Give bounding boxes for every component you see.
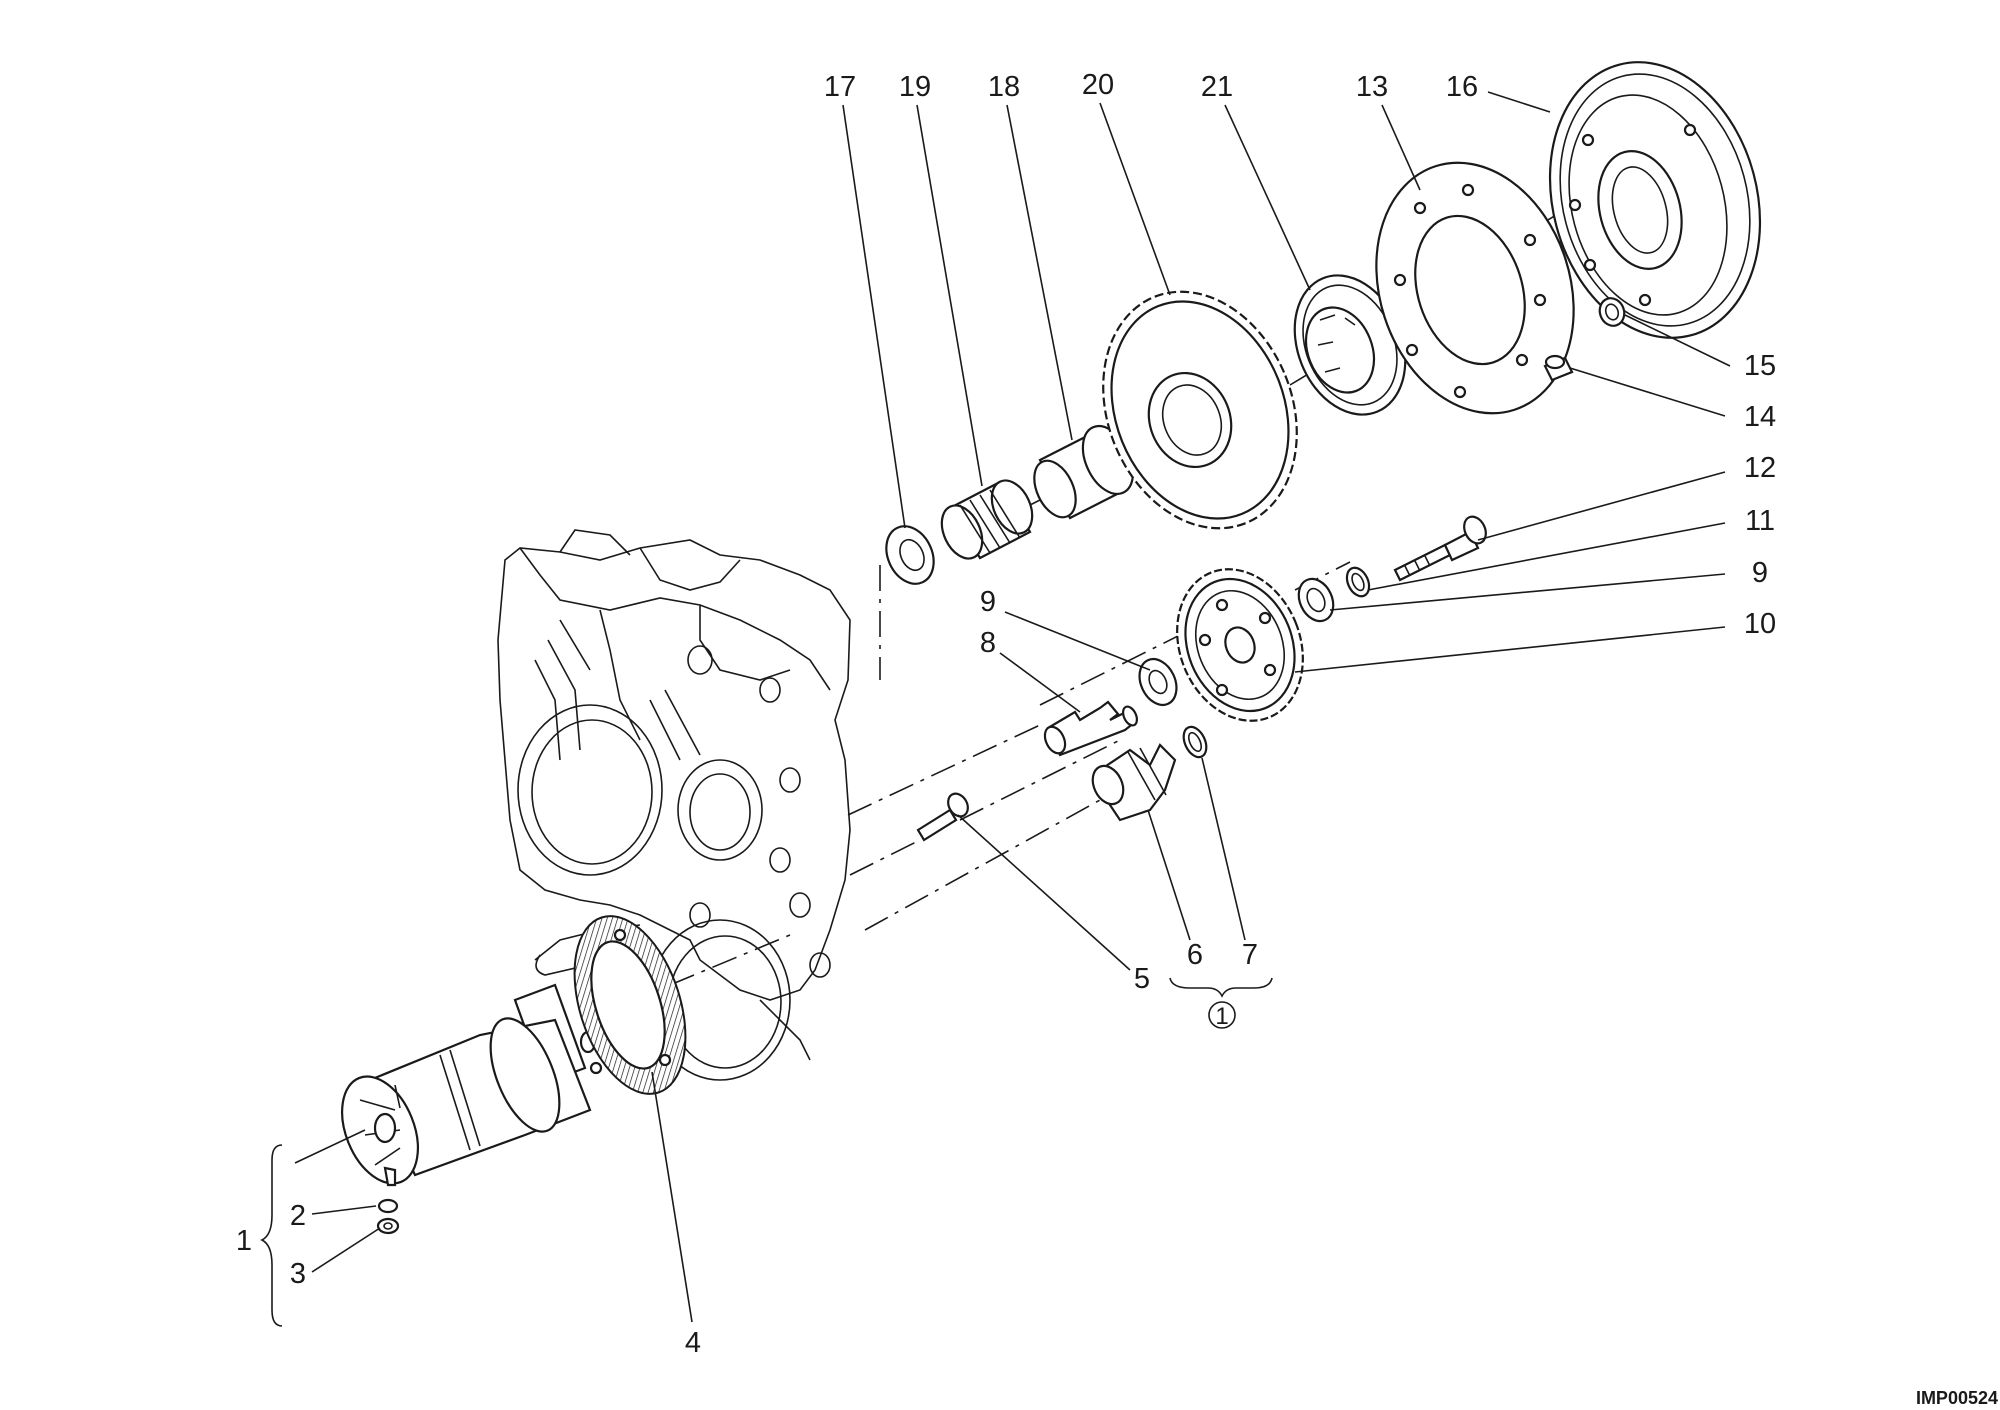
callout-21: 21: [1201, 71, 1233, 103]
callout-3: 3: [290, 1258, 306, 1290]
callout-18: 18: [988, 71, 1020, 103]
callout-labels: 17 19 18 20 21 13 16 15 14 12 11 9 10 9 …: [236, 69, 1776, 1359]
callout-6: 6: [1187, 939, 1203, 971]
washer-9-lower: [1138, 657, 1178, 707]
callout-12: 12: [1744, 452, 1776, 484]
gear-10: [1176, 568, 1304, 722]
circlip-11: [1345, 566, 1371, 598]
pinion-6: [1091, 743, 1177, 822]
callout-13: 13: [1356, 71, 1388, 103]
callout-17: 17: [824, 71, 856, 103]
gasket-ring: [573, 915, 687, 1095]
callout-2: 2: [290, 1200, 306, 1232]
shaft-8: [1043, 700, 1138, 757]
callout-16: 16: [1446, 71, 1478, 103]
flywheel-16: [1548, 61, 1762, 339]
crankcase: [497, 529, 851, 1081]
freewheel-21: [1293, 274, 1407, 416]
screw-5: [916, 792, 969, 842]
bush-15: [1598, 297, 1626, 327]
callout-7: 7: [1242, 939, 1258, 971]
washer-17: [885, 525, 935, 585]
starter-motor: [341, 983, 597, 1235]
drawing-code: IMP00524: [1916, 1388, 1998, 1408]
callout-10: 10: [1744, 608, 1776, 640]
callout-11: 11: [1745, 505, 1775, 537]
callout-9-upper: 9: [1752, 557, 1768, 589]
bushing-18: [1033, 424, 1135, 520]
callout-14: 14: [1744, 401, 1776, 433]
leader-lines: [260, 91, 1731, 1327]
circlip-7: [1182, 725, 1208, 759]
callout-4: 4: [685, 1327, 701, 1359]
callout-20: 20: [1082, 69, 1114, 101]
callout-19: 19: [899, 71, 931, 103]
callout-15: 15: [1744, 350, 1776, 382]
callout-5: 5: [1134, 963, 1150, 995]
needle-bearing-19: [940, 479, 1034, 560]
pin-14: [1543, 354, 1574, 382]
callout-kit-circled-1: 1: [1215, 1003, 1228, 1030]
callout-1: 1: [236, 1225, 252, 1257]
bolt-12: [1393, 515, 1487, 582]
callout-8: 8: [980, 627, 996, 659]
flange-13: [1375, 161, 1575, 415]
gear-20: [1102, 290, 1298, 530]
callout-9-lower: 9: [980, 586, 996, 618]
washer-9-upper: [1297, 577, 1335, 623]
